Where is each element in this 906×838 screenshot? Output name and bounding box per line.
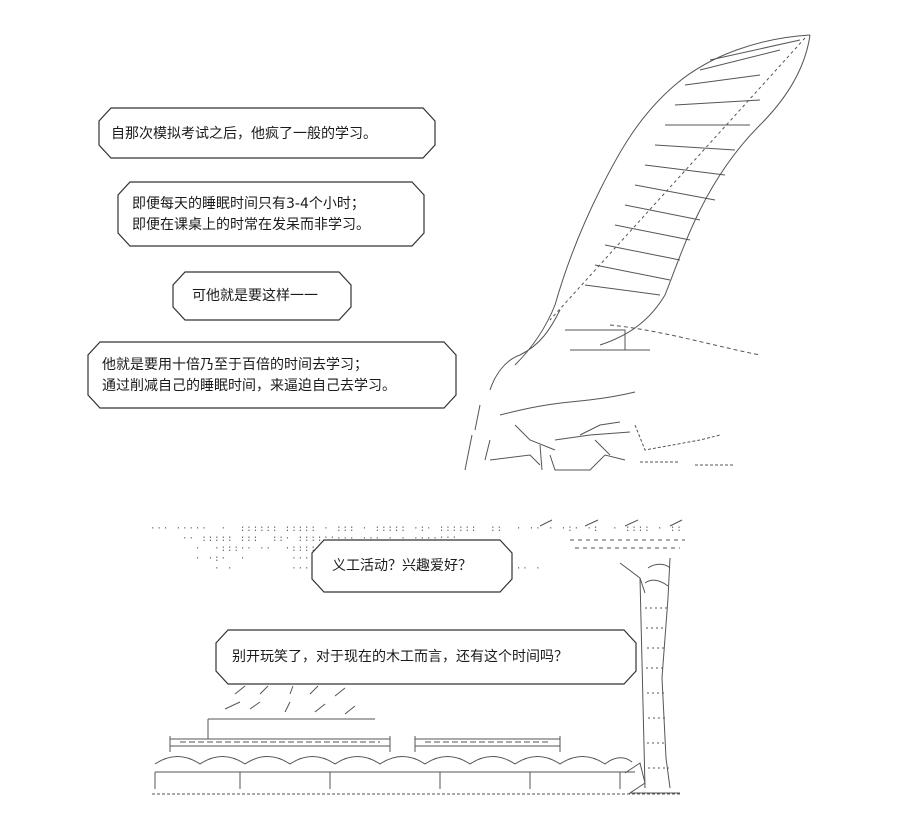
speech-bubble-frame-1 [98,107,436,159]
dialogue-line: 别开玩笑了，对于现在的木工而言，还有这个时间吗？ [232,649,568,665]
quill-feather-illustration [464,34,811,471]
narration-line: 即便每天的睡眠时间只有3-4个小时； [132,196,365,212]
narration-line: 自那次模拟考试之后，他疯了一般的学习。 [111,126,377,142]
workbench-illustration [152,685,680,795]
dialogue-line: 义工活动？兴趣爱好？ [332,558,472,574]
narration-text-2: 即便每天的睡眠时间只有3-4个小时； 即便在课桌上的时常在发呆而非学习。 [132,194,370,236]
speech-bubble-frame-6 [215,629,637,685]
narration-line: 即便在课桌上的时常在发呆而非学习。 [132,217,370,233]
narration-line: 通过削减自己的睡眠时间，来逼迫自己去学习。 [102,378,396,394]
dialogue-text-1: 义工活动？兴趣爱好？ [332,556,472,577]
narration-text-1: 自那次模拟考试之后，他疯了一般的学习。 [111,124,377,145]
speech-bubble-frame-4 [87,341,457,409]
tree-trunk-illustration [539,519,685,794]
speech-bubble-frame-2 [117,181,425,247]
narration-text-4: 他就是要用十倍乃至于百倍的时间去学习； 通过削减自己的睡眠时间，来逼迫自己去学习… [102,355,396,397]
narration-line: 可他就是要这样一一 [192,288,318,304]
narration-line: 他就是要用十倍乃至于百倍的时间去学习； [102,357,368,373]
speech-bubble-frame-3 [172,271,352,321]
speech-bubble-frame-5 [311,539,513,593]
narration-text-3: 可他就是要这样一一 [192,286,318,307]
dialogue-text-2: 别开玩笑了，对于现在的木工而言，还有这个时间吗？ [232,647,568,668]
